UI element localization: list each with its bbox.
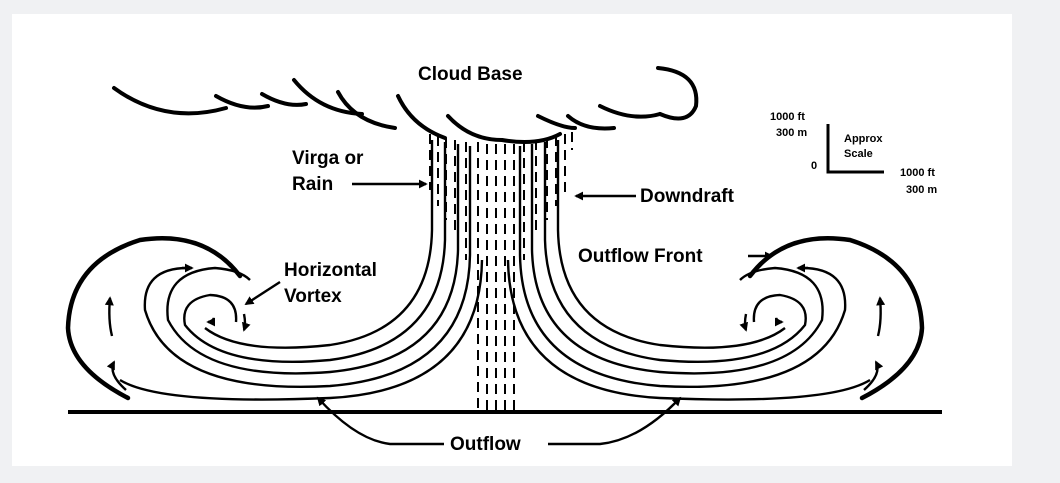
cloud-shape <box>112 66 699 144</box>
scale-v-m: 300 m <box>776 127 807 139</box>
scale-v-ft: 1000 ft <box>770 111 805 123</box>
downdraft-label: Downdraft <box>640 186 735 207</box>
virga-label-line1: Virga or <box>292 148 364 169</box>
scale-h-m: 300 m <box>906 184 937 196</box>
outflow-front-right <box>747 235 925 401</box>
scale-caption-2: Scale <box>844 148 873 160</box>
cloud-base-label: Cloud Base <box>418 64 523 85</box>
approx-scale: 1000 ft 300 m 0 Approx Scale 1000 ft 300… <box>770 111 937 196</box>
outflow-label: Outflow <box>450 434 521 455</box>
scale-axes <box>826 124 884 174</box>
streamlines-left-arrows <box>104 263 251 391</box>
virga-label-line2: Rain <box>292 174 333 195</box>
vortex-label-line1: Horizontal <box>284 260 377 281</box>
rain-streaks <box>429 132 573 412</box>
streamlines-right-arrows <box>739 263 886 391</box>
outflow-front-left <box>65 235 243 401</box>
streamlines-left <box>119 140 484 401</box>
outflow-front-label: Outflow Front <box>578 246 703 267</box>
streamlines-right <box>506 140 871 401</box>
vortex-label-line2: Vortex <box>284 286 342 307</box>
scale-zero: 0 <box>811 160 817 172</box>
scale-h-ft: 1000 ft <box>900 167 935 179</box>
label-arrows <box>244 179 774 446</box>
scale-caption-1: Approx <box>844 133 883 145</box>
